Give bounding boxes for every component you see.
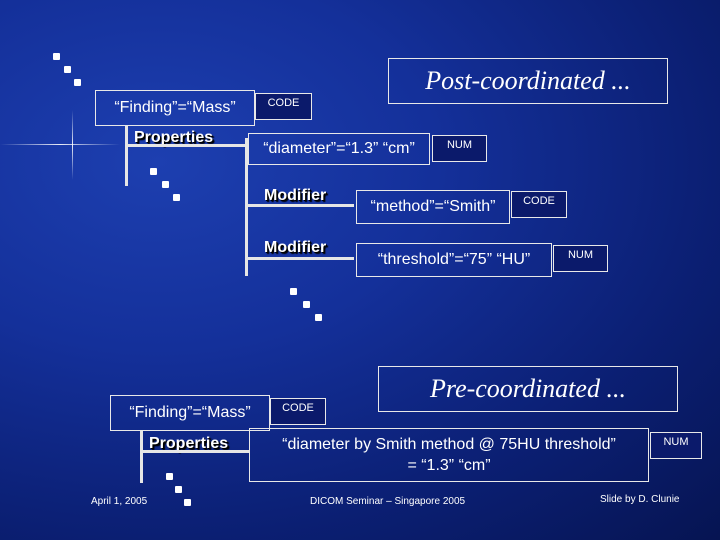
combined-num-tag: NUM xyxy=(650,432,702,459)
combined-text-line1: “diameter by Smith method @ 75HU thresho… xyxy=(282,436,616,453)
pre-coordinated-title-text: Pre-coordinated ... xyxy=(430,374,626,403)
ellipsis-dot xyxy=(184,499,191,506)
post-coordinated-title: Post-coordinated ... xyxy=(388,58,668,104)
tree-line-main xyxy=(125,126,128,186)
tree-line-properties xyxy=(245,138,248,276)
code-tag-text: CODE xyxy=(523,195,555,207)
num-tag-text: NUM xyxy=(663,436,689,448)
ellipsis-dot xyxy=(315,314,322,321)
ellipsis-dot xyxy=(303,301,310,308)
properties-connector xyxy=(128,144,245,147)
ellipsis-dot xyxy=(166,473,173,480)
ellipsis-dot xyxy=(74,79,81,86)
footer-credit: Slide by D. Clunie xyxy=(600,494,680,505)
diameter-num-tag: NUM xyxy=(432,135,487,162)
modifier-connector-2 xyxy=(248,257,354,260)
combined-box: “diameter by Smith method @ 75HU thresho… xyxy=(249,428,649,482)
sparkle-horizontal xyxy=(0,144,120,145)
pre-coordinated-title: Pre-coordinated ... xyxy=(378,366,678,412)
ellipsis-dot xyxy=(64,66,71,73)
diameter-text: “diameter”=“1.3” “cm” xyxy=(263,140,415,157)
modifier-connector-1 xyxy=(248,204,354,207)
modifier-label-2: Modifier xyxy=(264,239,327,256)
ellipsis-dot xyxy=(53,53,60,60)
ellipsis-dot xyxy=(290,288,297,295)
finding-code-tag-top: CODE xyxy=(255,93,312,120)
tree-line-main-bottom xyxy=(140,431,143,483)
method-text: “method”=“Smith” xyxy=(370,198,496,215)
code-tag-text: CODE xyxy=(282,402,314,414)
combined-text-line2: = “1.3” “cm” xyxy=(407,457,491,474)
finding-box-bottom: “Finding”=“Mass” xyxy=(110,395,270,431)
properties-label-bottom: Properties xyxy=(149,435,229,452)
post-coordinated-title-text: Post-coordinated ... xyxy=(425,66,631,95)
num-tag-text: NUM xyxy=(567,249,594,261)
method-box: “method”=“Smith” xyxy=(356,190,510,224)
ellipsis-dot xyxy=(173,194,180,201)
footer-seminar: DICOM Seminar – Singapore 2005 xyxy=(310,496,466,507)
threshold-box: “threshold”=“75” “HU” xyxy=(356,243,552,277)
threshold-num-tag: NUM xyxy=(553,245,608,272)
finding-box-top: “Finding”=“Mass” xyxy=(95,90,255,126)
threshold-text: “threshold”=“75” “HU” xyxy=(377,251,531,268)
method-code-tag: CODE xyxy=(511,191,567,218)
num-tag-text: NUM xyxy=(446,139,473,151)
ellipsis-dot xyxy=(175,486,182,493)
ellipsis-dot xyxy=(162,181,169,188)
finding-text: “Finding”=“Mass” xyxy=(129,404,251,421)
ellipsis-dot xyxy=(150,168,157,175)
finding-code-tag-bottom: CODE xyxy=(270,398,326,425)
properties-label-top: Properties xyxy=(134,129,214,146)
modifier-label-1: Modifier xyxy=(264,187,327,204)
sparkle-vertical xyxy=(72,110,73,180)
finding-text: “Finding”=“Mass” xyxy=(114,99,236,116)
footer-date: April 1, 2005 xyxy=(91,496,148,507)
properties-connector-bottom xyxy=(143,450,249,453)
diameter-box: “diameter”=“1.3” “cm” xyxy=(248,133,430,165)
code-tag-text: CODE xyxy=(267,97,300,109)
